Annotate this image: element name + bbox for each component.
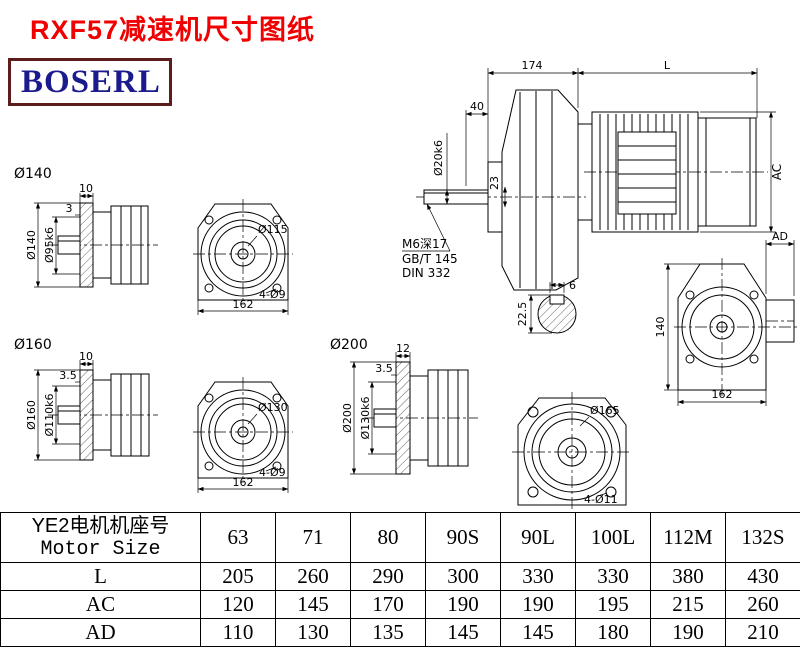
size-col-5: 100L	[576, 513, 651, 563]
dim-motor-length: L	[664, 59, 671, 72]
size-col-3: 90S	[426, 513, 501, 563]
dim-step: 3.5	[59, 369, 77, 382]
cell: 260	[726, 591, 800, 619]
dim-outer-dia: Ø140	[25, 230, 38, 260]
view-flange140-side: Ø140 Ø140 Ø95k6 10 3	[14, 166, 158, 287]
dim-bolt-circle: Ø165	[590, 404, 620, 417]
dim-key-height: 22.5	[516, 302, 529, 327]
dim-holes: 4-Ø9	[259, 466, 286, 479]
dim-rear-height: 140	[654, 317, 667, 338]
cell: 145	[501, 619, 576, 647]
dim-motor-height: AC	[770, 164, 784, 180]
dimension-table: YE2电机机座号 Motor Size 63 71 80 90S 90L 100…	[0, 512, 800, 647]
dim-flange-len: 12	[396, 342, 410, 355]
size-col-6: 112M	[651, 513, 726, 563]
size-col-2: 80	[351, 513, 426, 563]
cell: 145	[276, 591, 351, 619]
cell: 190	[651, 619, 726, 647]
cell: 290	[351, 563, 426, 591]
cell: 190	[426, 591, 501, 619]
view-keyway-detail: 6 22.5	[516, 279, 576, 333]
table-header-row: YE2电机机座号 Motor Size 63 71 80 90S 90L 100…	[1, 513, 800, 563]
cell: 260	[276, 563, 351, 591]
table-row-AC: AC 120 145 170 190 190 195 215 260	[1, 591, 800, 619]
dim-step: 3.5	[375, 362, 393, 375]
dim-pilot-dia: Ø130k6	[359, 396, 372, 439]
cell: 300	[426, 563, 501, 591]
dim-width: 162	[233, 298, 254, 311]
technical-drawing: Ø140 Ø140 Ø95k6 10 3	[0, 0, 800, 512]
cell: 180	[576, 619, 651, 647]
cell: 145	[426, 619, 501, 647]
tap-note-line1: M6深17	[402, 237, 447, 251]
dim-pilot-dia: Ø95k6	[43, 227, 56, 263]
dim-flange-len: 10	[79, 350, 93, 363]
dim-outer-dia: Ø200	[341, 403, 354, 433]
section-caption: Ø160	[14, 337, 52, 353]
motor-size-header-en: Motor Size	[1, 538, 200, 561]
dim-width: 162	[233, 476, 254, 489]
dim-front-length: 174	[522, 59, 543, 72]
dimension-table-wrap: YE2电机机座号 Motor Size 63 71 80 90S 90L 100…	[0, 512, 800, 647]
cell: 430	[726, 563, 800, 591]
section-caption: Ø200	[330, 337, 368, 353]
row-label: L	[1, 563, 201, 591]
dim-rear-width: 162	[712, 388, 733, 401]
cell: 110	[201, 619, 276, 647]
dim-pilot-dia: Ø110k6	[43, 393, 56, 436]
size-col-1: 71	[276, 513, 351, 563]
view-rear-front: AD 140 162	[654, 230, 798, 406]
tap-note-line2: GB/T 145	[402, 252, 458, 266]
table-row-AD: AD 110 130 135 145 145 180 190 210	[1, 619, 800, 647]
dim-bolt-circle: Ø130	[258, 401, 288, 414]
cell: 195	[576, 591, 651, 619]
view-flange160-side: Ø160 Ø160 Ø110k6 10 3.5	[14, 337, 158, 460]
cell: 190	[501, 591, 576, 619]
dim-holes: 4-Ø11	[584, 493, 618, 506]
dim-shaft-dia: Ø20k6	[432, 140, 445, 176]
motor-size-header-cn: YE2电机机座号	[1, 515, 200, 538]
dim-shaft-length: 40	[470, 100, 484, 113]
section-caption: Ø140	[14, 166, 52, 182]
cell: 170	[351, 591, 426, 619]
dim-key-width: 6	[569, 279, 576, 292]
dim-outer-dia: Ø160	[25, 400, 38, 430]
size-col-7: 132S	[726, 513, 800, 563]
dim-step: 3	[66, 202, 73, 215]
cell: 135	[351, 619, 426, 647]
dim-shoulder: 23	[488, 176, 501, 190]
cell: 380	[651, 563, 726, 591]
cell: 130	[276, 619, 351, 647]
row-label: AC	[1, 591, 201, 619]
motor-size-header-cell: YE2电机机座号 Motor Size	[1, 513, 201, 563]
view-flange140-front: Ø115 4-Ø9 162	[193, 199, 293, 315]
cell: 215	[651, 591, 726, 619]
view-assembly: 174 L 40 Ø20k6 23	[402, 59, 784, 290]
view-flange200-front: Ø165 4-Ø11	[512, 392, 632, 510]
cell: 330	[501, 563, 576, 591]
size-col-4: 90L	[501, 513, 576, 563]
cell: 210	[726, 619, 800, 647]
tap-note-line3: DIN 332	[402, 266, 450, 280]
row-label: AD	[1, 619, 201, 647]
view-flange200-side: Ø200 Ø200 Ø130k6 12 3.5	[330, 337, 478, 474]
size-col-0: 63	[201, 513, 276, 563]
dim-ad: AD	[772, 230, 788, 243]
dim-holes: 4-Ø9	[259, 288, 286, 301]
cell: 205	[201, 563, 276, 591]
view-flange160-front: Ø130 4-Ø9 162	[193, 377, 293, 493]
cell: 120	[201, 591, 276, 619]
table-row-L: L 205 260 290 300 330 330 380 430	[1, 563, 800, 591]
dim-bolt-circle: Ø115	[258, 223, 288, 236]
cell: 330	[576, 563, 651, 591]
dim-flange-len: 10	[79, 182, 93, 195]
